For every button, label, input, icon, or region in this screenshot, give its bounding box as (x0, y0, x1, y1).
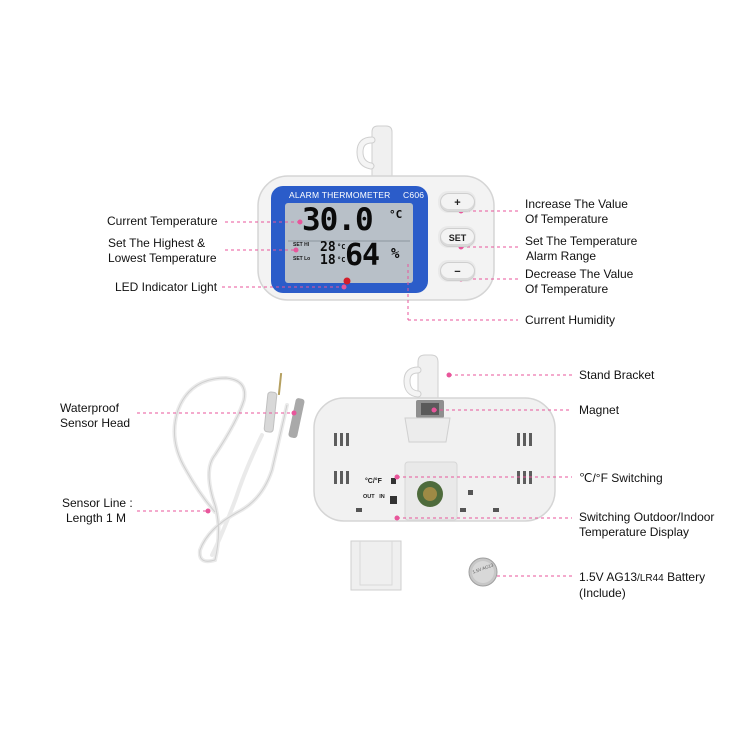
lcd-model: C606 (403, 190, 425, 200)
led-indicator (343, 277, 351, 285)
lcd-set-lo-value: 18 (320, 253, 336, 268)
label-set-alarm-line2: Alarm Range (526, 249, 597, 263)
label-sensor-line: Sensor Line : Length 1 M (62, 496, 133, 526)
out-in-switch (390, 496, 397, 504)
back-c-f-label: °C/°F (365, 478, 382, 485)
lcd-main-temp-unit: °C (389, 208, 403, 221)
lcd-humidity-unit: % (391, 246, 400, 262)
front-hook-stem (371, 125, 393, 188)
label-decrease-value: Decrease The Value Of Temperature (525, 267, 633, 297)
label-set-alarm-line1: Set The Temperature (525, 234, 638, 248)
label-current-humidity: Current Humidity (525, 313, 616, 327)
label-increase-line1: Increase The Value (525, 197, 628, 211)
lcd-set-hi-label: SET HI (293, 242, 310, 248)
plus-button[interactable]: + (440, 193, 475, 212)
label-outdoor-line2: Temperature Display (579, 525, 690, 539)
label-set-highest-line2: Lowest Temperature (108, 251, 217, 265)
label-magnet: Magnet (579, 403, 620, 417)
minus-button[interactable]: − (440, 262, 475, 281)
label-sensor-line2: Length 1 M (66, 511, 127, 525)
sensor-cable-shadow (173, 377, 288, 562)
label-set-highest-lowest: Set The Highest & Lowest Temperature (108, 236, 217, 266)
label-battery-prefix: 1.5V AG13 (579, 570, 638, 584)
sensor-probe-steel (288, 398, 305, 439)
label-waterproof-sensor: Waterproof Sensor Head (60, 401, 130, 431)
back-vents-left (334, 433, 349, 484)
label-sensor-line1: Sensor Line : (62, 496, 133, 510)
label-outdoor-line1: Switching Outdoor/Indoor (579, 510, 715, 524)
label-waterproof-line1: Waterproof (60, 401, 119, 415)
label-increase-value: Increase The Value Of Temperature (525, 197, 628, 227)
detached-stand-bracket (350, 540, 402, 591)
lcd-lo-unit: °C (337, 256, 346, 264)
lcd-hi-unit: °C (337, 243, 346, 251)
back-body (313, 397, 556, 522)
callout-leaders (137, 210, 572, 577)
label-battery-line2: (Include) (579, 586, 626, 600)
label-stand-bracket: Stand Bracket (579, 368, 655, 382)
c-f-switch (391, 478, 396, 484)
label-decrease-line1: Decrease The Value (525, 267, 634, 281)
label-outdoor-indoor: Switching Outdoor/Indoor Temperature Dis… (579, 510, 714, 540)
label-increase-line2: Of Temperature (525, 212, 609, 226)
label-waterproof-line2: Sensor Head (60, 416, 131, 430)
label-battery-slash: /LR44 (637, 573, 664, 584)
sensor-probe-plug (263, 391, 278, 433)
lcd-set-lo-label: SET Lo (293, 256, 311, 262)
label-current-temperature: Current Temperature (107, 214, 218, 228)
lcd-set-hi-value: 28 (320, 240, 336, 255)
label-decrease-line2: Of Temperature (525, 282, 609, 296)
label-set-alarm-range: Set The Temperature Alarm Range (525, 234, 637, 264)
back-out-in-label: OUT IN (363, 494, 385, 500)
set-button[interactable]: SET (440, 228, 475, 247)
label-set-highest-line1: Set The Highest & (108, 236, 206, 250)
label-c-f-switching: ℃/°F Switching (579, 471, 663, 485)
label-led-indicator: LED Indicator Light (115, 280, 218, 294)
lcd-title: ALARM THERMOMETER C606 (289, 190, 424, 200)
label-battery: 1.5V AG13/LR44 Battery (Include) (579, 570, 705, 601)
label-battery-suffix: Battery (667, 570, 706, 584)
lcd-screen (285, 203, 413, 283)
lcd-main-temperature: 30.0 (302, 202, 374, 238)
lcd-brand-title: ALARM THERMOMETER (289, 190, 391, 200)
lcd-humidity: 64 (345, 238, 380, 273)
